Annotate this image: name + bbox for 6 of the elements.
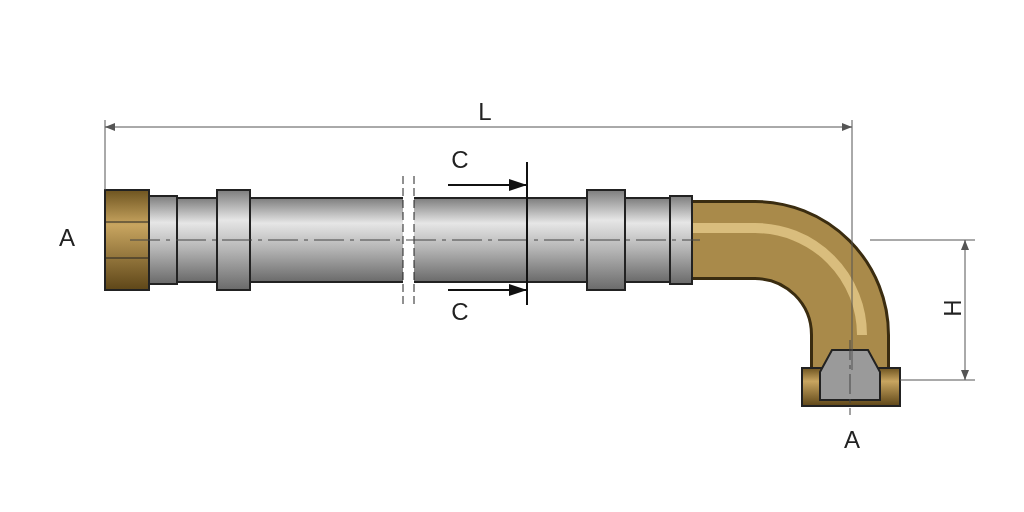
dimension-label: H (941, 299, 965, 317)
view-label: A (59, 226, 75, 250)
section-label: C (451, 300, 469, 324)
dimension-label: L (478, 100, 492, 124)
section-label: C (451, 148, 469, 172)
view-label: A (844, 428, 860, 452)
